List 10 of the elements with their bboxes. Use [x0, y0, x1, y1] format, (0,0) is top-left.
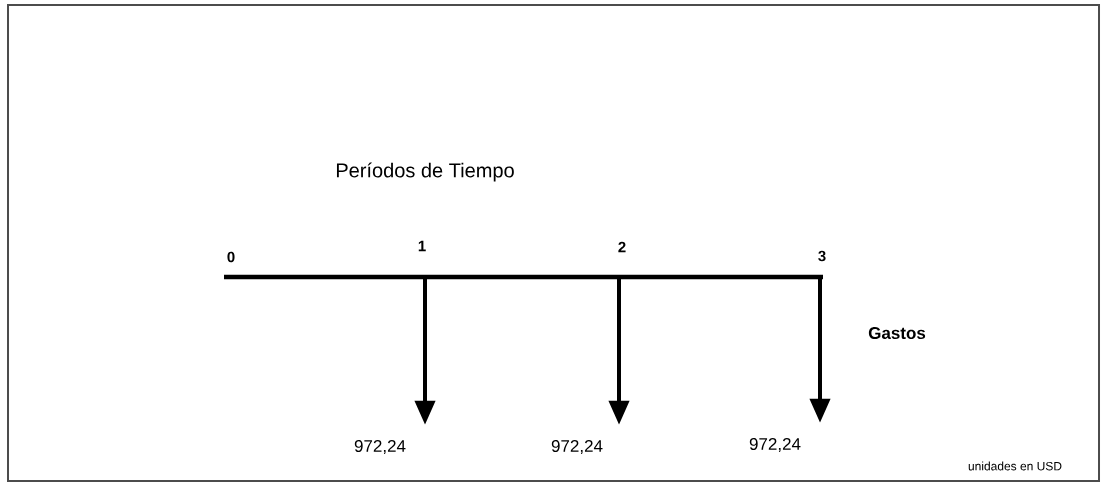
- flow-label: Gastos: [868, 327, 926, 339]
- period-number: 3: [818, 250, 826, 262]
- amount-label: 972,24: [354, 440, 406, 455]
- amount-label: 972,24: [749, 438, 801, 453]
- amount-label: 972,24: [551, 440, 603, 455]
- period-number: 2: [618, 241, 626, 253]
- units-note: unidades en USD: [968, 461, 1062, 471]
- period-number: 1: [418, 240, 426, 252]
- title: Períodos de Tiempo: [337, 162, 514, 182]
- period-number: 0: [227, 251, 235, 263]
